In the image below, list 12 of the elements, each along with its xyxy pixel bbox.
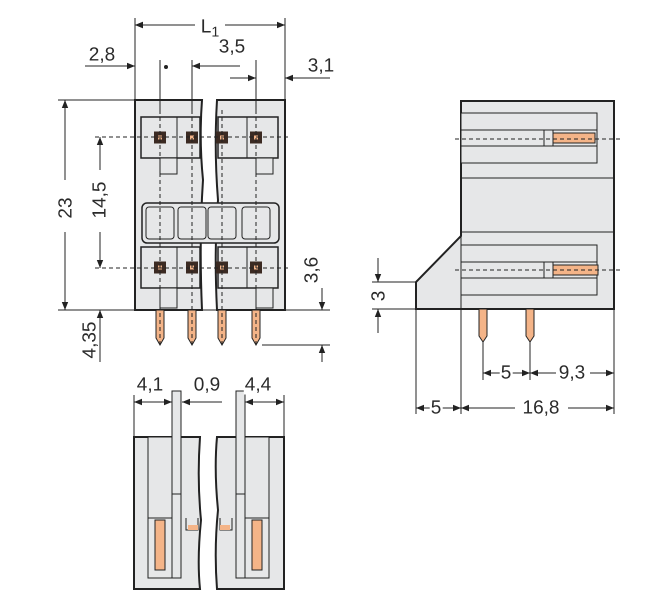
dimension-label: 3,1	[306, 56, 336, 76]
dimension-label: 0,9	[192, 376, 222, 394]
dimension-label: L$_{1}$	[200, 18, 220, 36]
dimension-label: 16,8	[522, 398, 560, 418]
dimension-label: 9,3	[558, 364, 586, 382]
dimension-label: 4,35	[80, 320, 100, 360]
dimension-label: 4,1	[136, 376, 164, 394]
dimension-label: 3,5	[218, 38, 246, 56]
dimension-label: 14,5	[90, 180, 110, 220]
dimension-label: 2,8	[88, 46, 116, 64]
dimension-label: 4,4	[244, 376, 272, 394]
dimension-label: 3,6	[302, 256, 322, 284]
